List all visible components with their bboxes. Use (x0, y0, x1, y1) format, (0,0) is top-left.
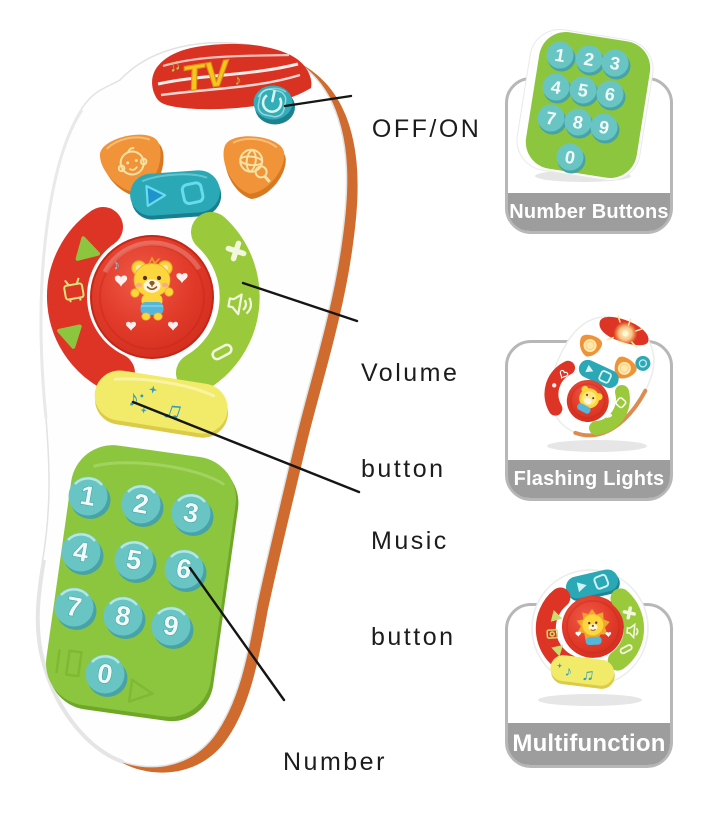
mini-music-button: ♪ ♫ (550, 655, 615, 689)
number-key-8: 8 (103, 596, 146, 639)
volume-arc (176, 212, 260, 393)
channel-up-icon (75, 236, 101, 261)
number-pad: 1 2 3 4 5 6 7 8 (46, 445, 239, 722)
mini-keypad-keys: 1 2 3 4 5 6 7 8 9 0 (537, 41, 631, 174)
keypad-closeup: 1 2 3 4 5 6 7 8 9 0 (516, 28, 654, 182)
number-key-1: 1 (68, 476, 111, 519)
baby-face-icon (117, 147, 148, 176)
music-button: ♪ ♫ (94, 370, 229, 438)
number-key-4: 4 (61, 532, 104, 575)
annotation-volume: Volume button (361, 293, 459, 517)
panel-caption-flashing-lights: Flashing Lights (508, 460, 670, 498)
tv-banner: TV ♫ ♪ (152, 43, 312, 110)
svg-text:5: 5 (576, 80, 589, 101)
mini-lion-button (561, 595, 624, 658)
volume-down-icon (211, 343, 233, 361)
pad-ghost-icons (55, 649, 154, 703)
banner-tv-text: TV (180, 51, 235, 99)
svg-text:7: 7 (64, 591, 84, 623)
panel-caption-multifunction: Multifunction (508, 723, 670, 765)
svg-text:1: 1 (78, 480, 98, 512)
mini-volume-arc-2 (607, 588, 645, 671)
mini-face-button (579, 334, 603, 357)
leader-line-numbers (188, 566, 286, 702)
leader-line-volume (241, 281, 359, 323)
number-key-2: 2 (121, 484, 164, 527)
annotation-music-line1: Music (371, 527, 449, 555)
panel-multifunction: Multifunction (505, 603, 673, 768)
number-key-0: 0 (85, 654, 128, 697)
stop-icon (180, 181, 205, 206)
mini-volume-arc (589, 384, 630, 436)
annotation-off-on-text: OFF/ON (371, 115, 482, 143)
channel-arc (47, 207, 135, 393)
svg-text:4: 4 (71, 536, 91, 568)
globe-magnifier-icon (239, 148, 271, 183)
bear-character: ♪ (111, 256, 188, 331)
svg-text:2: 2 (131, 488, 151, 520)
banner-note-icon: ♫ (167, 56, 183, 76)
annotation-volume-line2: button (361, 455, 446, 483)
svg-text:0: 0 (95, 658, 115, 690)
svg-text:♪: ♪ (128, 386, 139, 411)
mini-bear-button (566, 379, 609, 422)
annotation-music: Music button (371, 461, 456, 685)
power-button (253, 85, 295, 125)
play-icon (145, 184, 167, 208)
svg-text:♫: ♫ (581, 665, 596, 685)
svg-text:6: 6 (174, 553, 194, 585)
svg-text:9: 9 (597, 117, 610, 138)
svg-text:0: 0 (563, 147, 576, 168)
svg-text:5: 5 (124, 544, 144, 576)
number-key-9: 9 (151, 606, 194, 649)
svg-text:♪: ♪ (564, 662, 573, 679)
mini-search-button (614, 356, 637, 379)
play-stop-bar (130, 170, 222, 220)
speaker-icon (227, 293, 253, 316)
tv-icon (63, 277, 85, 303)
annotation-numbers-line1: Number (283, 748, 387, 776)
annotation-music-line2: button (371, 623, 456, 651)
svg-text:1: 1 (553, 45, 566, 66)
mini-banner (599, 315, 649, 348)
svg-text:8: 8 (113, 600, 133, 632)
mini-play-stop-bar-2 (565, 569, 620, 602)
number-key-6: 6 (164, 549, 207, 592)
svg-text:3: 3 (181, 497, 201, 529)
mini-play-stop-bar (578, 359, 619, 389)
mini-power-button (635, 355, 651, 371)
svg-text:3: 3 (608, 53, 621, 74)
panel-caption-number-buttons: Number Buttons (508, 193, 670, 231)
leader-line-music (131, 400, 361, 494)
annotation-volume-line1: Volume (361, 359, 460, 387)
toy-remote-illustration: TV ♫ ♪ (35, 41, 361, 773)
bear-button: ♪ (90, 235, 214, 359)
multifunction-closeup: ♪ ♫ (531, 569, 649, 706)
flashing-lights-closeup (544, 315, 655, 452)
number-key-3: 3 (171, 493, 214, 536)
channel-down-icon (57, 324, 82, 349)
number-key-5: 5 (114, 540, 157, 583)
number-key-7: 7 (54, 587, 97, 630)
svg-text:9: 9 (161, 610, 181, 642)
svg-text:4: 4 (549, 77, 562, 98)
svg-text:2: 2 (582, 49, 595, 70)
banner-note-icon-2: ♪ (233, 71, 242, 88)
annotation-numbers: Number buttons (283, 682, 387, 817)
search-button (223, 136, 286, 200)
leader-line-off-on (283, 94, 353, 108)
svg-text:7: 7 (544, 108, 557, 129)
annotation-off-on: OFF/ON (353, 81, 481, 145)
note-icon: ♪ (111, 256, 122, 273)
volume-up-icon (225, 240, 247, 262)
svg-text:8: 8 (571, 112, 584, 133)
svg-text:6: 6 (603, 84, 616, 105)
